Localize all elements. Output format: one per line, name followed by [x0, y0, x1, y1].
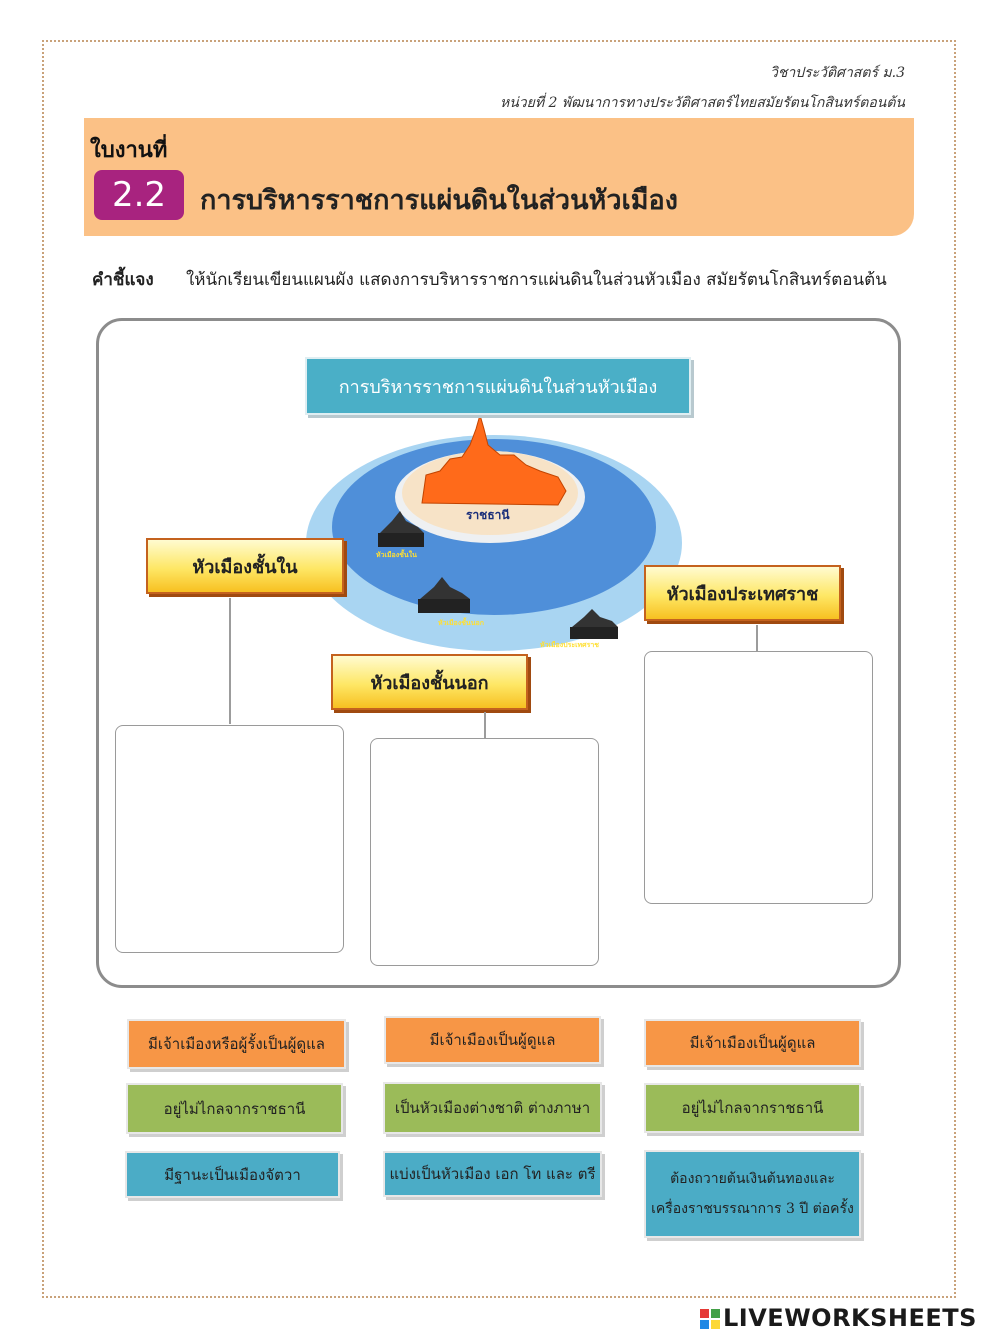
- connector-line-outer: [484, 712, 486, 738]
- diagram-center-title: การบริหารราชการแผ่นดินในส่วนหัวเมือง: [305, 357, 691, 415]
- small-label-inner: หัวเมืองชั้นใน: [376, 551, 417, 559]
- drop-zone-outer-cities[interactable]: [370, 738, 599, 966]
- liveworksheets-logo: LIVEWORKSHEETS: [700, 1304, 977, 1332]
- tile-near-capital-2[interactable]: อยู่ไม่ไกลจากราชธานี: [644, 1083, 861, 1133]
- worksheet-title: การบริหารราชการแผ่นดินในส่วนหัวเมือง: [200, 185, 678, 216]
- page-border: [42, 40, 956, 1298]
- category-inner-cities: หัวเมืองชั้นใน: [146, 538, 344, 594]
- logo-grid-icon: [700, 1309, 720, 1329]
- small-label-tributary: หัวเมืองประเทศราช: [540, 641, 600, 649]
- tile-near-capital-1[interactable]: อยู่ไม่ไกลจากราชธานี: [126, 1083, 343, 1134]
- tile-fourth-class-city[interactable]: มีฐานะเป็นเมืองจัตวา: [125, 1151, 340, 1198]
- drop-zone-inner-cities[interactable]: [115, 725, 344, 953]
- small-label-outer: หัวเมืองชั้นนอก: [438, 619, 484, 627]
- temple-icon-inner: [380, 511, 424, 533]
- tile-foreign-cities[interactable]: เป็นหัวเมืองต่างชาติ ต่างภาษา: [383, 1082, 602, 1134]
- palace-icon: [421, 415, 567, 506]
- title-banner: [84, 118, 914, 236]
- instructions-label: คำชี้แจง: [92, 270, 154, 290]
- worksheet-label: ใบงานที่: [90, 138, 168, 163]
- tile-tribute-line-2: เครื่องราชบรรณาการ 3 ปี ต่อครั้ง: [651, 1201, 854, 1217]
- logo-text: LIVEWORKSHEETS: [723, 1304, 977, 1332]
- subject-text: วิชาประวัติศาสตร์ ม.3: [769, 65, 905, 81]
- category-tributary-cities: หัวเมืองประเทศราช: [644, 565, 841, 621]
- temple-icon-outer: [420, 577, 470, 599]
- worksheet-number: 2.2: [94, 170, 184, 220]
- tile-tribute-every-3-years[interactable]: ต้องถวายต้นเงินต้นทองและ เครื่องราชบรรณา…: [644, 1150, 861, 1238]
- category-outer-cities: หัวเมืองชั้นนอก: [331, 654, 528, 710]
- connector-line-inner: [229, 598, 231, 724]
- unit-text: หน่วยที่ 2 พัฒนาการทางประวัติศาสตร์ไทยสม…: [500, 95, 905, 111]
- tile-tribute-line-1: ต้องถวายต้นเงินต้นทองและ: [670, 1171, 835, 1187]
- tile-governor-or-deputy[interactable]: มีเจ้าเมืองหรือผู้รั้งเป็นผู้ดูแล: [127, 1019, 346, 1069]
- tile-city-grades[interactable]: แบ่งเป็นหัวเมือง เอก โท และ ตรี: [383, 1151, 602, 1197]
- drop-zone-tributary-cities[interactable]: [644, 651, 873, 904]
- tile-governor-2[interactable]: มีเจ้าเมืองเป็นผู้ดูแล: [644, 1019, 861, 1067]
- connector-line-tributary: [756, 625, 758, 651]
- capital-label: ราชธานี: [466, 508, 510, 522]
- temple-icon-tributary: [572, 609, 618, 627]
- instructions-text: ให้นักเรียนเขียนแผนผัง แสดงการบริหารราชก…: [186, 270, 887, 290]
- tile-governor-1[interactable]: มีเจ้าเมืองเป็นผู้ดูแล: [384, 1016, 601, 1064]
- concentric-map-illustration: [306, 415, 682, 651]
